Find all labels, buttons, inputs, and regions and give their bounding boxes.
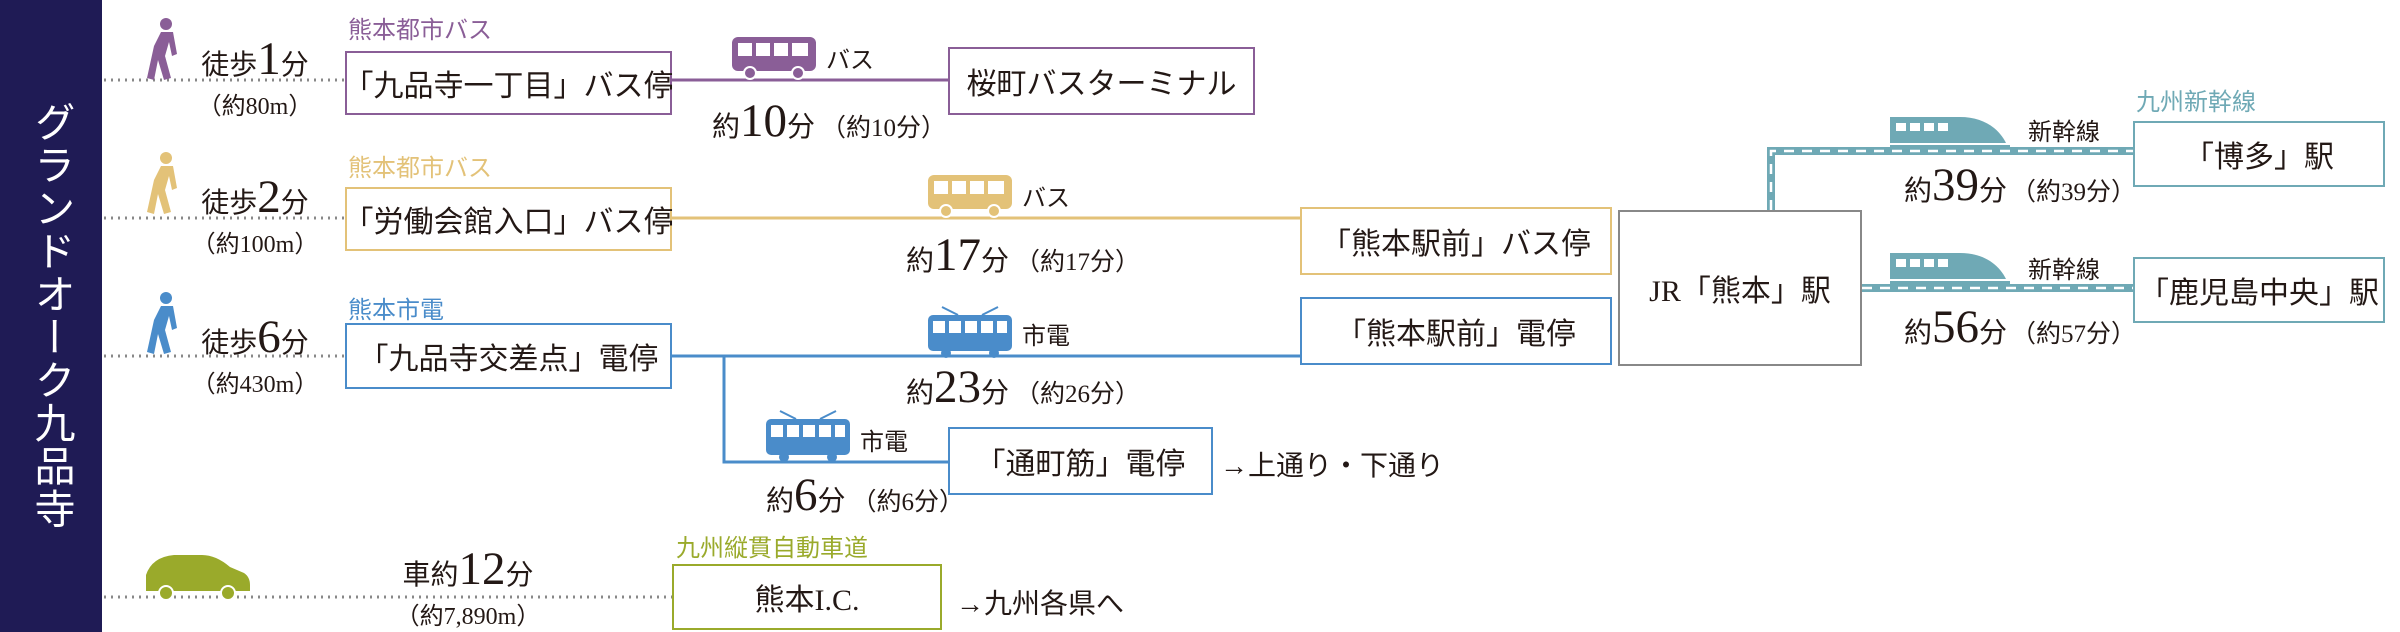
walk-unit: 分 [280,328,309,359]
mode-label: バス [1022,186,1070,212]
walk-minutes: 1 [257,33,281,85]
walk-distance: （約100m） [191,232,319,258]
duration-prefix: 約 [906,378,935,409]
mode-label: 市電 [1022,324,1070,350]
tram-icon [766,410,850,462]
mode-label: 市電 [860,430,908,456]
duration-note: （約10分） [821,115,947,142]
duration-minutes: 6 [794,469,818,521]
duration-unit: 分 [817,486,846,517]
line-name: 九州新幹線 [2136,90,2256,116]
shinkansen-dash-hakata [1769,149,2133,210]
bus-icon [928,175,1012,218]
duration-prefix: 約 [1904,318,1933,349]
duration-minutes: 10 [740,95,788,147]
line-name: 熊本都市バス [348,156,492,182]
tram-icon [928,306,1012,358]
walking-person-icon [147,18,177,80]
duration-minutes: 39 [1932,159,1980,211]
walking-person-icon [147,292,177,354]
shinkansen-icon [1890,253,2010,285]
mode-label: バス [826,48,874,74]
destination-box: 桜町バスターミナル [948,47,1255,115]
stop-box: 「九品寺交差点」電停 [345,323,672,389]
destination-box: 熊本I.C. [672,564,942,630]
destination-box: 「鹿児島中央」駅 [2133,257,2385,323]
walk-distance: （約430m） [191,372,319,398]
duration-note: （約6分） [851,489,965,516]
onward-text: →上通り・下通り [1220,451,1445,482]
walking-person-icon [147,152,177,214]
duration-unit: 分 [1979,318,2008,349]
stop-box: 「九品寺一丁目」バス停 [344,51,674,115]
line-name: 九州縦貫自動車道 [676,536,868,562]
duration-minutes: 23 [934,361,982,413]
drive-unit: 分 [505,560,534,591]
walk-distance: （約80m） [197,94,313,120]
property-name: グランドオーク九品寺 [28,101,74,531]
walk-minutes: 6 [257,311,281,363]
drive-prefix: 車約 [402,560,459,591]
sidebar: グランドオーク九品寺 [0,0,102,632]
duration-note: （約57分） [2011,321,2137,348]
duration-prefix: 約 [1904,176,1933,207]
onward-text: →九州各県へ [956,589,1125,620]
duration-prefix: 約 [766,486,795,517]
stop-box: 「労働会館入口」バス停 [344,187,674,251]
duration-note: （約26分） [1015,381,1141,408]
line-name: 熊本都市バス [348,18,492,44]
drive-minutes: 12 [458,543,506,595]
walk-prefix: 徒歩 [201,50,258,81]
walk-unit: 分 [280,50,309,81]
walk-prefix: 徒歩 [201,188,258,219]
station-box: JR「熊本」駅 [1618,210,1862,366]
duration-minutes: 17 [934,229,982,281]
duration-note: （約17分） [1015,249,1141,276]
line-name: 熊本市電 [348,298,444,324]
duration-unit: 分 [981,378,1010,409]
bus-icon [732,37,816,80]
duration-prefix: 約 [712,112,741,143]
destination-box: 「博多」駅 [2133,121,2385,187]
walk-prefix: 徒歩 [201,328,258,359]
duration-unit: 分 [1979,176,2008,207]
destination-box: 「通町筋」電停 [948,427,1213,495]
duration-minutes: 56 [1932,301,1980,353]
destination-box: 「熊本駅前」電停 [1300,297,1612,365]
walk-unit: 分 [280,188,309,219]
tram-line-branch [722,356,948,464]
walk-minutes: 2 [257,171,281,223]
duration-prefix: 約 [906,246,935,277]
destination-box: 「熊本駅前」バス停 [1300,207,1612,275]
mode-label: 新幹線 [2028,258,2100,284]
duration-note: （約39分） [2011,179,2137,206]
duration-unit: 分 [787,112,816,143]
duration-unit: 分 [981,246,1010,277]
shinkansen-icon [1890,117,2010,149]
drive-distance: （約7,890m） [395,604,541,630]
car-icon [146,555,250,601]
mode-label: 新幹線 [2028,120,2100,146]
